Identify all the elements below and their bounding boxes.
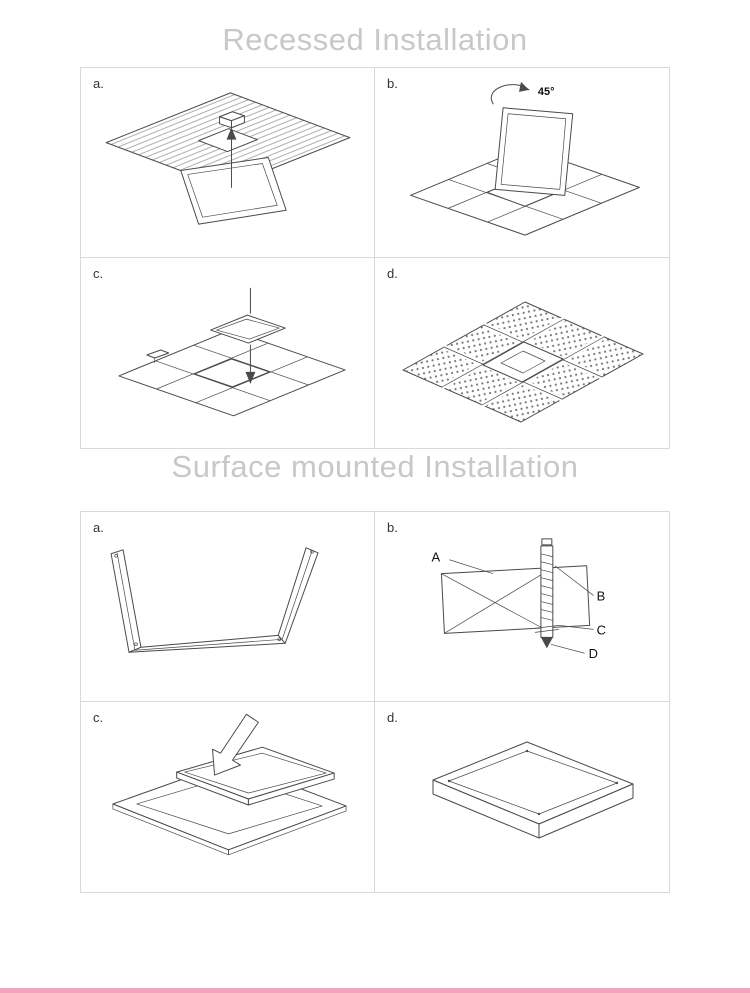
surface-step-d-illustration (432, 741, 634, 839)
section-title-surface-mounted: Surface mounted Installation (171, 449, 579, 484)
ceiling-section (440, 565, 591, 634)
insert-direction-arrow-icon (212, 713, 259, 776)
step-label: b. (387, 76, 398, 91)
section-title-recessed: Recessed Installation (222, 22, 528, 57)
surface-step-c-cell: c. (81, 702, 375, 892)
step-label: c. (93, 710, 104, 725)
mounting-frame (110, 547, 319, 653)
surface-step-c-illustration (112, 713, 347, 856)
recessed-step-b-cell: b. 45° (375, 68, 669, 258)
angle-label: 45° (538, 86, 555, 98)
recessed-step-a-illustration (105, 92, 351, 225)
step-label: d. (387, 710, 398, 725)
surface-step-b-illustration: A B C D (431, 538, 606, 661)
recessed-step-c-illustration (118, 287, 346, 417)
recessed-step-c-cell: c. (81, 258, 375, 448)
panel-sliding-in (176, 746, 335, 806)
surface-step-a-illustration (110, 547, 319, 653)
surface-step-a-cell: a. (81, 512, 375, 702)
driver-box (219, 111, 245, 129)
step-label: c. (93, 266, 104, 281)
bottom-accent-strip (0, 988, 750, 993)
callout-d-label: D (589, 646, 598, 661)
ceiling-grid (118, 329, 346, 417)
step-label: a. (93, 76, 104, 91)
rotate-arrow-icon (490, 81, 530, 105)
recessed-step-b-illustration: 45° (410, 81, 640, 236)
latch-clip (146, 349, 170, 363)
callout-c-label: C (597, 622, 606, 637)
recessed-step-d-cell: d. (375, 258, 669, 448)
recessed-step-a-cell: a. (81, 68, 375, 258)
step-label: a. (93, 520, 104, 535)
surface-step-b-cell: b. (375, 512, 669, 702)
down-arrow-icon (245, 287, 256, 384)
tilted-panel (494, 107, 574, 196)
finished-mounted-panel (432, 741, 634, 839)
surface-step-d-cell: d. (375, 702, 669, 892)
recessed-step-d-illustration (402, 301, 644, 423)
recessed-panel-opening (482, 341, 564, 383)
panel (180, 157, 287, 225)
callout-b-label: B (597, 589, 606, 604)
recessed-steps-grid: a. (80, 67, 670, 449)
step-label: b. (387, 520, 398, 535)
up-arrow-icon (226, 127, 237, 188)
callout-leader-lines (449, 559, 594, 654)
lowering-panel (210, 314, 286, 344)
callout-a-label: A (431, 550, 440, 565)
expansion-anchor (534, 538, 559, 649)
surface-mounted-steps-grid: a. b. (80, 511, 670, 893)
step-label: d. (387, 266, 398, 281)
